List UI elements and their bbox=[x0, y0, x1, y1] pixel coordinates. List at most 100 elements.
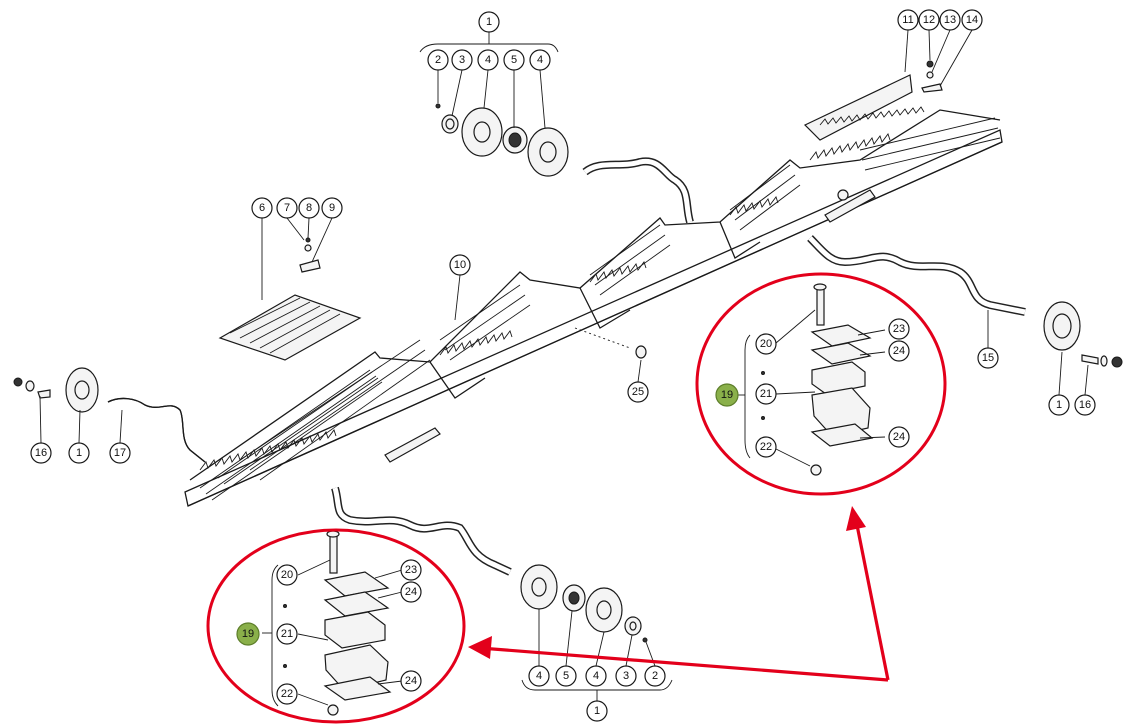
svg-text:3: 3 bbox=[459, 54, 465, 66]
callout-6: 6 bbox=[251, 197, 273, 219]
svg-text:8: 8 bbox=[306, 202, 312, 214]
callout-2-bottom: 2 bbox=[644, 665, 666, 687]
callout-19-right: 19 bbox=[715, 383, 739, 407]
svg-text:24: 24 bbox=[405, 586, 417, 598]
callout-24b-right: 24 bbox=[888, 426, 910, 448]
callout-16-right: 16 bbox=[1074, 394, 1096, 416]
leader-lines bbox=[39, 29, 1089, 667]
callout-10: 10 bbox=[449, 254, 471, 276]
callout-13: 13 bbox=[939, 9, 961, 31]
callout-labels: 1 2 3 4 5 4 6 7 8 9 10 11 12 13 14 15 16… bbox=[30, 9, 1096, 722]
callout-4a-bottom: 4 bbox=[528, 665, 550, 687]
svg-text:7: 7 bbox=[284, 202, 290, 214]
crankshaft-top bbox=[582, 157, 694, 224]
red-arrows bbox=[468, 506, 890, 682]
svg-text:4: 4 bbox=[485, 54, 491, 66]
callout-7: 7 bbox=[276, 197, 298, 219]
callout-20-right: 20 bbox=[755, 333, 777, 355]
svg-text:22: 22 bbox=[760, 441, 772, 453]
svg-text:19: 19 bbox=[242, 628, 254, 640]
callout-19-left: 19 bbox=[236, 622, 260, 646]
svg-text:20: 20 bbox=[281, 569, 293, 581]
callout-24a-right: 24 bbox=[888, 340, 910, 362]
svg-text:1: 1 bbox=[76, 447, 82, 459]
svg-text:23: 23 bbox=[893, 323, 905, 335]
callout-2-top: 2 bbox=[427, 49, 449, 71]
svg-text:1: 1 bbox=[594, 705, 600, 717]
svg-text:16: 16 bbox=[1079, 399, 1091, 411]
callout-12: 12 bbox=[918, 9, 940, 31]
svg-text:20: 20 bbox=[760, 338, 772, 350]
crankshaft-bottom bbox=[331, 486, 512, 576]
callout-1-bottom: 1 bbox=[586, 700, 608, 722]
svg-text:4: 4 bbox=[593, 670, 599, 682]
callout-8: 8 bbox=[298, 197, 320, 219]
svg-text:9: 9 bbox=[329, 202, 335, 214]
callout-5-bottom: 5 bbox=[555, 665, 577, 687]
washer-part-25 bbox=[635, 345, 647, 359]
svg-text:12: 12 bbox=[923, 14, 935, 26]
highlight-ring-left bbox=[206, 528, 466, 724]
callout-9: 9 bbox=[321, 197, 343, 219]
svg-text:2: 2 bbox=[652, 670, 658, 682]
svg-text:17: 17 bbox=[114, 447, 126, 459]
svg-text:2: 2 bbox=[435, 54, 441, 66]
callout-22-right: 22 bbox=[755, 436, 777, 458]
svg-text:16: 16 bbox=[35, 447, 47, 459]
cover-plate-part-6 bbox=[218, 237, 362, 361]
svg-text:22: 22 bbox=[281, 688, 293, 700]
callout-20-left: 20 bbox=[276, 564, 298, 586]
svg-text:21: 21 bbox=[281, 628, 293, 640]
callout-4b-bottom: 4 bbox=[585, 665, 607, 687]
svg-text:13: 13 bbox=[944, 14, 956, 26]
callout-3-bottom: 3 bbox=[615, 665, 637, 687]
svg-text:1: 1 bbox=[486, 16, 492, 28]
crankshaft-right bbox=[807, 235, 1026, 316]
svg-text:24: 24 bbox=[893, 345, 905, 357]
top-bearing-group bbox=[435, 103, 569, 177]
callout-1-top: 1 bbox=[478, 11, 500, 33]
callout-23-right: 23 bbox=[888, 318, 910, 340]
svg-text:14: 14 bbox=[966, 14, 978, 26]
right-bearing-group bbox=[1043, 301, 1123, 368]
svg-text:15: 15 bbox=[982, 352, 994, 364]
left-bearing-group bbox=[13, 367, 99, 413]
callout-24a-left: 24 bbox=[400, 581, 422, 603]
callout-16-left: 16 bbox=[30, 442, 52, 464]
callout-23-left: 23 bbox=[400, 559, 422, 581]
callout-14: 14 bbox=[961, 9, 983, 31]
svg-text:4: 4 bbox=[537, 54, 543, 66]
svg-text:23: 23 bbox=[405, 564, 417, 576]
callout-24b-left: 24 bbox=[400, 670, 422, 692]
callout-5-top: 5 bbox=[503, 49, 525, 71]
callout-4b-top: 4 bbox=[529, 49, 551, 71]
callout-21-right: 21 bbox=[755, 383, 777, 405]
callout-25: 25 bbox=[627, 381, 649, 403]
left-bearing-block-exploded bbox=[262, 530, 403, 716]
callout-4a-top: 4 bbox=[477, 49, 499, 71]
bracket-bottom-group bbox=[521, 679, 673, 691]
svg-text:19: 19 bbox=[721, 389, 733, 401]
svg-text:5: 5 bbox=[511, 54, 517, 66]
svg-text:10: 10 bbox=[454, 259, 466, 271]
svg-text:6: 6 bbox=[259, 202, 265, 214]
right-bearing-block-exploded bbox=[736, 283, 886, 476]
comb-strip-part-11 bbox=[803, 60, 943, 141]
callout-11: 11 bbox=[897, 9, 919, 31]
highlight-ring-right bbox=[695, 272, 947, 496]
callout-3-top: 3 bbox=[451, 49, 473, 71]
bracket-top-group bbox=[419, 43, 559, 53]
callout-21-left: 21 bbox=[276, 623, 298, 645]
svg-text:11: 11 bbox=[902, 14, 913, 26]
straw-walker-body bbox=[184, 109, 1003, 507]
crankshaft-left bbox=[107, 397, 206, 463]
callout-15: 15 bbox=[977, 347, 999, 369]
svg-text:25: 25 bbox=[632, 386, 644, 398]
svg-text:21: 21 bbox=[760, 388, 772, 400]
bottom-bearing-group bbox=[520, 564, 648, 643]
svg-text:5: 5 bbox=[563, 670, 569, 682]
callout-1-right: 1 bbox=[1048, 394, 1070, 416]
callout-17: 17 bbox=[109, 442, 131, 464]
